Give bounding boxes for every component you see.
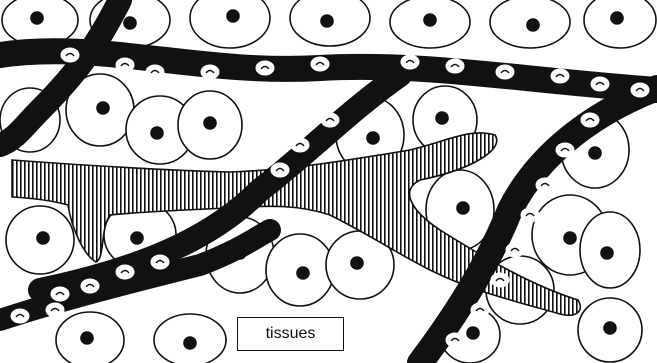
cell-nucleus xyxy=(321,15,333,27)
tissue-cell xyxy=(578,298,642,362)
red-blood-cell xyxy=(581,113,599,127)
cell-nucleus xyxy=(81,332,93,344)
cell-nucleus xyxy=(527,19,539,31)
red-blood-cell xyxy=(551,69,569,83)
red-blood-cell xyxy=(521,208,539,222)
tissue-cell xyxy=(490,0,570,48)
red-blood-cell xyxy=(51,287,69,301)
cell-nucleus xyxy=(436,112,448,124)
red-blood-cell xyxy=(46,303,64,317)
cell-nucleus xyxy=(37,232,49,244)
red-blood-cell xyxy=(146,65,164,79)
red-blood-cell xyxy=(446,333,464,347)
cell-nucleus xyxy=(227,10,239,22)
red-blood-cell xyxy=(631,83,649,97)
cell-nucleus xyxy=(351,257,363,269)
tissues-label: tissues xyxy=(237,317,344,351)
tissue-cell xyxy=(56,312,124,363)
cell-nucleus xyxy=(131,232,143,244)
red-blood-cell xyxy=(491,273,509,287)
cell-nucleus xyxy=(457,202,469,214)
red-blood-cell xyxy=(536,178,554,192)
red-blood-cell xyxy=(11,309,29,323)
cell-nucleus xyxy=(424,14,436,26)
red-blood-cell xyxy=(556,143,574,157)
cell-nucleus xyxy=(31,12,43,24)
cell-nucleus xyxy=(564,232,576,244)
cell-nucleus xyxy=(589,147,601,159)
tissue-cell xyxy=(6,206,74,274)
red-blood-cell xyxy=(116,265,134,279)
cell-nucleus xyxy=(97,102,109,114)
red-blood-cell xyxy=(201,65,219,79)
red-blood-cell xyxy=(271,163,289,177)
red-blood-cell xyxy=(591,77,609,91)
cell-nucleus xyxy=(204,117,216,129)
tissue-cell xyxy=(154,314,226,363)
tissue-cell xyxy=(584,0,656,48)
red-blood-cell xyxy=(471,303,489,317)
red-blood-cell xyxy=(116,58,134,72)
cell-nucleus xyxy=(601,247,613,259)
red-blood-cell xyxy=(151,255,169,269)
cell-nucleus xyxy=(124,17,136,29)
red-blood-cell xyxy=(291,138,309,152)
red-blood-cell xyxy=(401,55,419,69)
cell-nucleus xyxy=(611,12,623,24)
red-blood-cell xyxy=(496,65,514,79)
red-blood-cell xyxy=(61,48,79,62)
tissue-cell xyxy=(178,91,242,159)
tissue-cell xyxy=(390,0,470,48)
red-blood-cell xyxy=(446,59,464,73)
cell-nucleus xyxy=(467,327,479,339)
tissue-cell xyxy=(266,234,334,306)
red-blood-cell xyxy=(321,113,339,127)
cell-nucleus xyxy=(184,337,196,349)
cell-nucleus xyxy=(367,132,379,144)
red-blood-cell xyxy=(506,243,524,257)
red-blood-cell xyxy=(81,279,99,293)
red-blood-cell xyxy=(256,61,274,75)
tissue-cell xyxy=(580,212,640,288)
cell-nucleus xyxy=(297,267,309,279)
cell-nucleus xyxy=(151,127,163,139)
red-blood-cell xyxy=(311,57,329,71)
cell-nucleus xyxy=(604,322,616,334)
